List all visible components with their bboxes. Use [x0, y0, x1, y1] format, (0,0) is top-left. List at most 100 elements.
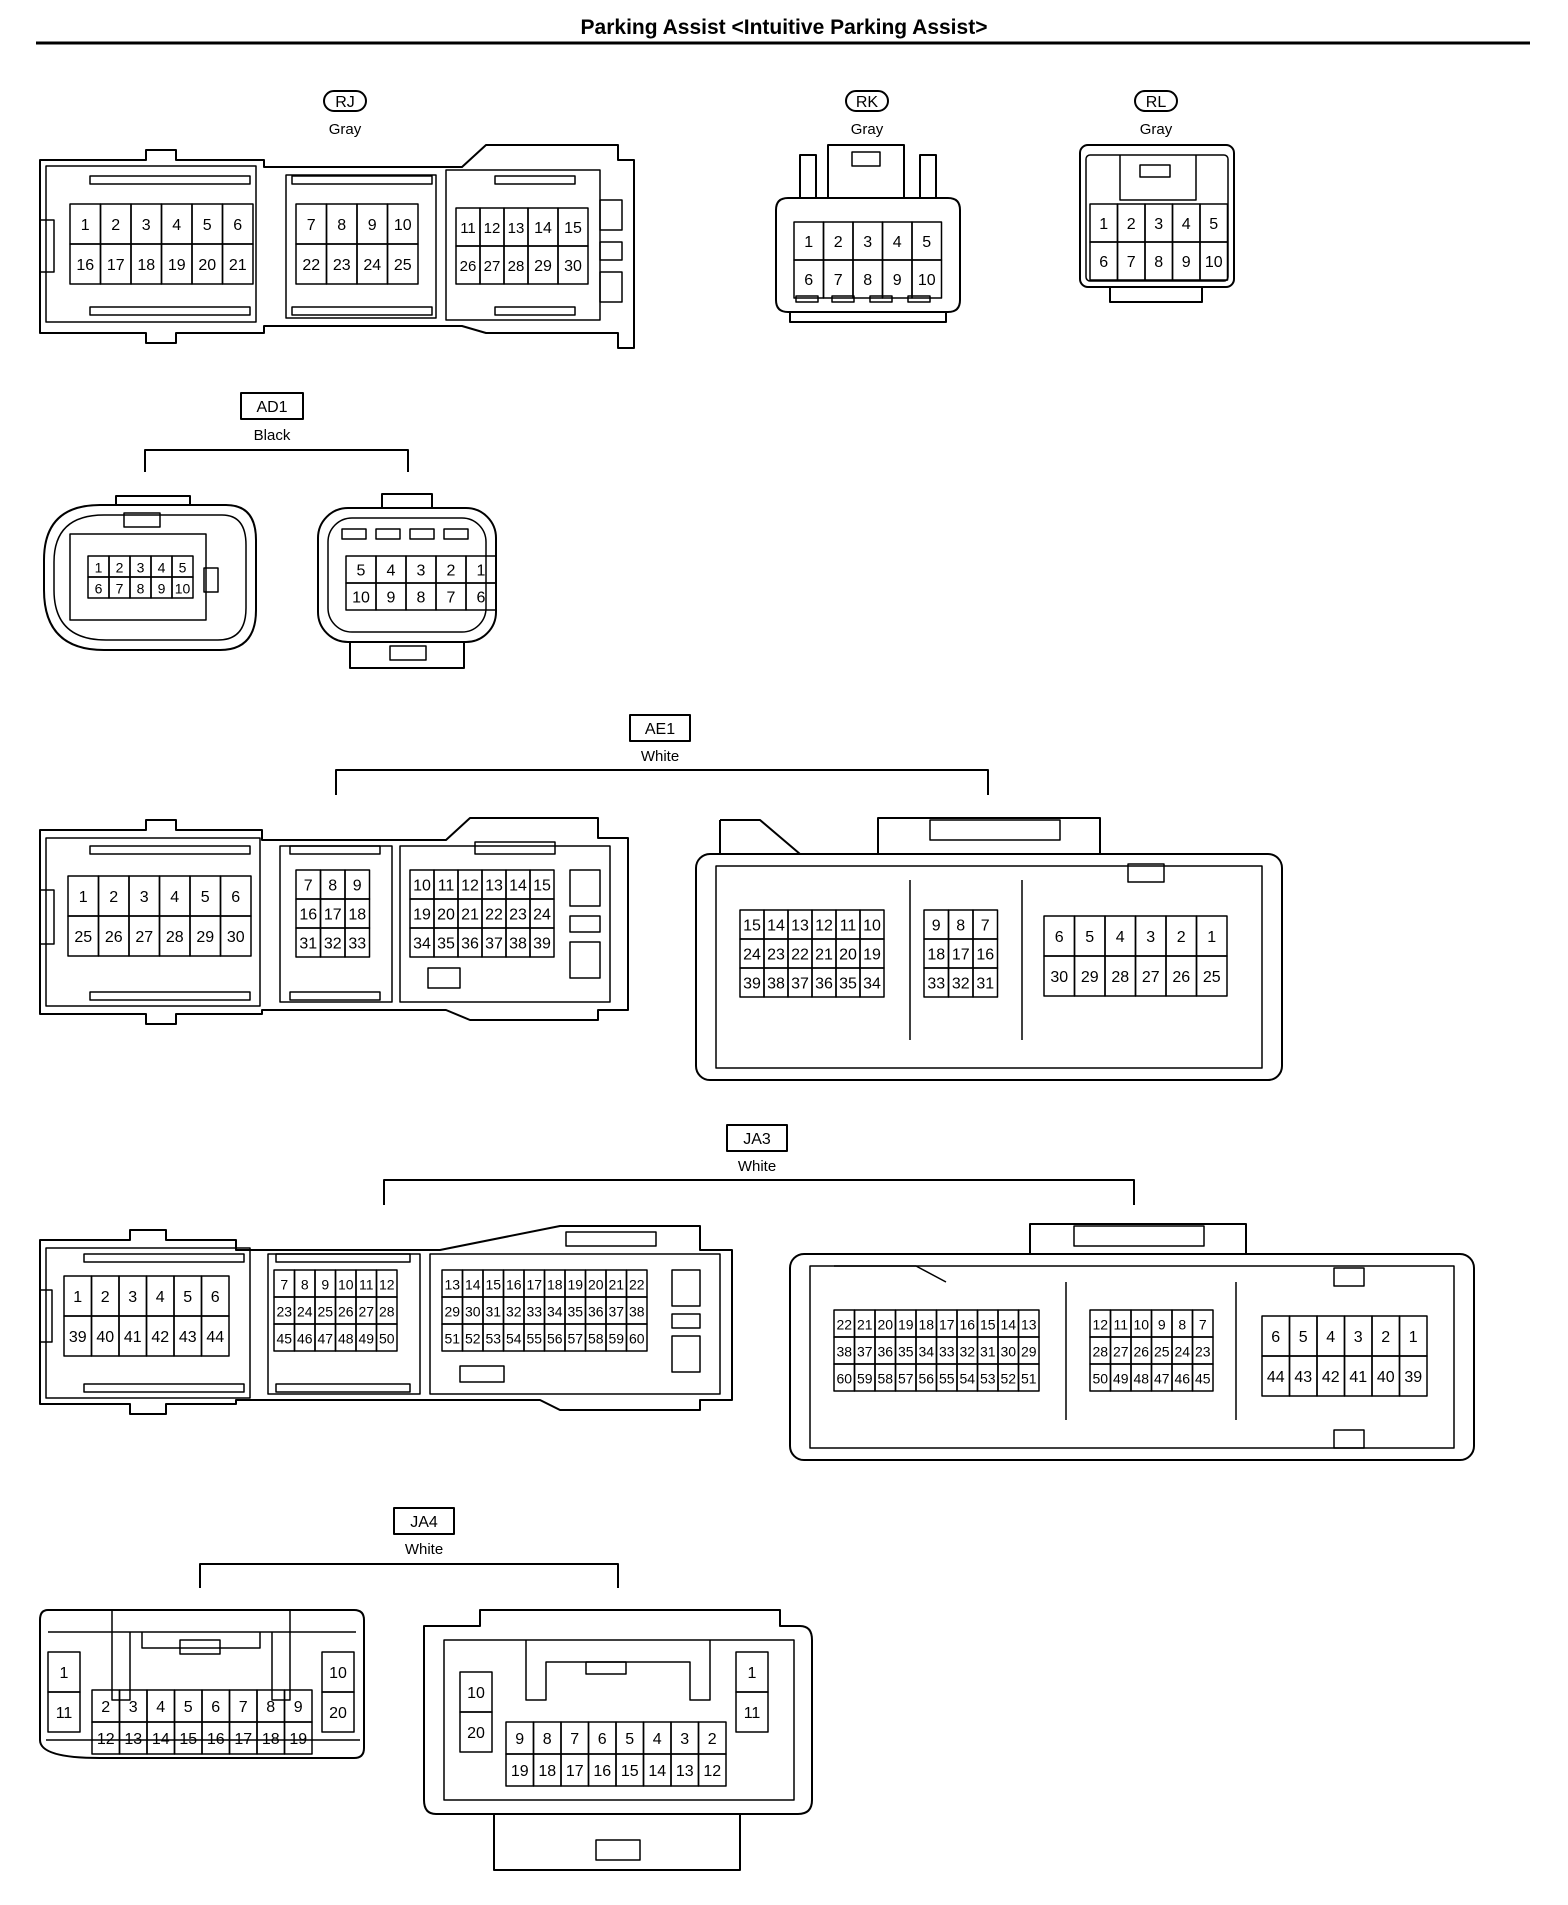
pin-number: 52 — [1000, 1371, 1016, 1387]
pin-number: 25 — [74, 929, 92, 946]
pin-number: 1 — [95, 560, 103, 576]
pin-number: 37 — [608, 1304, 624, 1320]
connector-tag-ja3 — [726, 1124, 788, 1152]
pin-number: 6 — [1099, 254, 1108, 271]
pin-number: 49 — [1113, 1371, 1129, 1387]
pin-number: 25 — [394, 257, 412, 274]
connector-tag-rj — [323, 90, 367, 112]
pin-number: 42 — [151, 1329, 169, 1346]
pin-number: 59 — [857, 1371, 873, 1387]
pin-number: 2 — [1127, 216, 1136, 233]
pin-number: 12 — [97, 1731, 115, 1748]
pin-number: 3 — [128, 1289, 137, 1306]
pin-number: 12 — [703, 1763, 721, 1780]
pin-number: 43 — [1294, 1369, 1312, 1386]
pin-number: 1 — [79, 889, 88, 906]
pin-number: 23 — [1195, 1344, 1211, 1360]
pin-number: 12 — [815, 918, 833, 935]
pin-number: 6 — [95, 581, 103, 597]
connector-body-ja4-left — [39, 1609, 365, 1759]
pin-number: 5 — [184, 1699, 193, 1716]
pin-number: 16 — [76, 257, 94, 274]
pin-number: 11 — [840, 918, 857, 935]
pin-number: 4 — [158, 560, 166, 576]
pin-number: 52 — [465, 1331, 481, 1347]
pin-number: 1 — [1099, 216, 1108, 233]
connector-body-ae1-right — [695, 817, 1283, 1081]
pin-number: 35 — [437, 936, 455, 953]
pin-number: 34 — [863, 976, 881, 993]
pin-cell — [375, 1323, 398, 1352]
pin-number: 18 — [137, 257, 155, 274]
pin-number: 10 — [918, 272, 936, 289]
pin-number: 17 — [107, 257, 125, 274]
connector-bracket-ja4 — [199, 1563, 619, 1588]
pin-number: 29 — [534, 258, 552, 275]
pin-number: 36 — [461, 936, 479, 953]
pin-number: 9 — [932, 918, 941, 935]
pin-number: 32 — [952, 976, 970, 993]
pin-number: 10 — [413, 878, 431, 895]
pin-number: 39 — [69, 1329, 87, 1346]
pin-number: 4 — [653, 1731, 662, 1748]
pin-number: 22 — [836, 1317, 852, 1333]
pin-number: 16 — [207, 1731, 225, 1748]
pin-number: 22 — [791, 947, 809, 964]
pin-number: 33 — [939, 1344, 955, 1360]
pin-number: 16 — [959, 1317, 975, 1333]
pin-number: 23 — [509, 907, 527, 924]
pin-number: 14 — [152, 1731, 170, 1748]
connector-label-ad1: AD1 — [256, 399, 287, 416]
pin-number: 29 — [444, 1304, 460, 1320]
pin-number: 4 — [172, 217, 181, 234]
pin-number: 36 — [815, 976, 833, 993]
pin-number: 8 — [1178, 1317, 1186, 1333]
pin-number: 1 — [804, 234, 813, 251]
pin-number: 55 — [526, 1331, 542, 1347]
pin-number: 42 — [1322, 1369, 1340, 1386]
connector-color-rl: Gray — [1140, 121, 1173, 138]
pin-number: 11 — [438, 878, 455, 895]
pin-number: 13 — [485, 878, 503, 895]
pin-cell — [1195, 955, 1228, 997]
pin-number: 1 — [1409, 1329, 1418, 1346]
pin-number: 28 — [508, 258, 525, 275]
pin-number: 23 — [333, 257, 351, 274]
pin-number: 7 — [304, 878, 313, 895]
pin-number: 26 — [460, 258, 477, 275]
pin-number: 39 — [533, 936, 551, 953]
pin-cell — [321, 1691, 355, 1733]
pin-number: 19 — [863, 947, 881, 964]
pin-number: 21 — [608, 1277, 624, 1293]
pin-number: 23 — [767, 947, 785, 964]
pin-number: 20 — [588, 1277, 604, 1293]
pin-number: 33 — [526, 1304, 542, 1320]
pin-number: 9 — [1158, 1317, 1166, 1333]
pin-number: 57 — [567, 1331, 583, 1347]
pin-number: 57 — [898, 1371, 914, 1387]
pin-number: 31 — [980, 1344, 996, 1360]
connector-body-ad1-right — [317, 493, 497, 669]
pin-number: 20 — [329, 1705, 347, 1722]
pin-number: 31 — [976, 976, 994, 993]
pin-cell — [859, 967, 885, 998]
pin-number: 18 — [547, 1277, 563, 1293]
pin-number: 19 — [511, 1763, 529, 1780]
pin-number: 5 — [1085, 929, 1094, 946]
pin-number: 2 — [1381, 1329, 1390, 1346]
connector-body-ja3-left — [39, 1225, 733, 1415]
pin-number: 18 — [538, 1763, 556, 1780]
pin-number: 24 — [1174, 1344, 1190, 1360]
pin-number: 19 — [289, 1731, 307, 1748]
pin-number: 60 — [836, 1371, 852, 1387]
pin-cell — [221, 243, 254, 285]
pin-number: 36 — [877, 1344, 893, 1360]
